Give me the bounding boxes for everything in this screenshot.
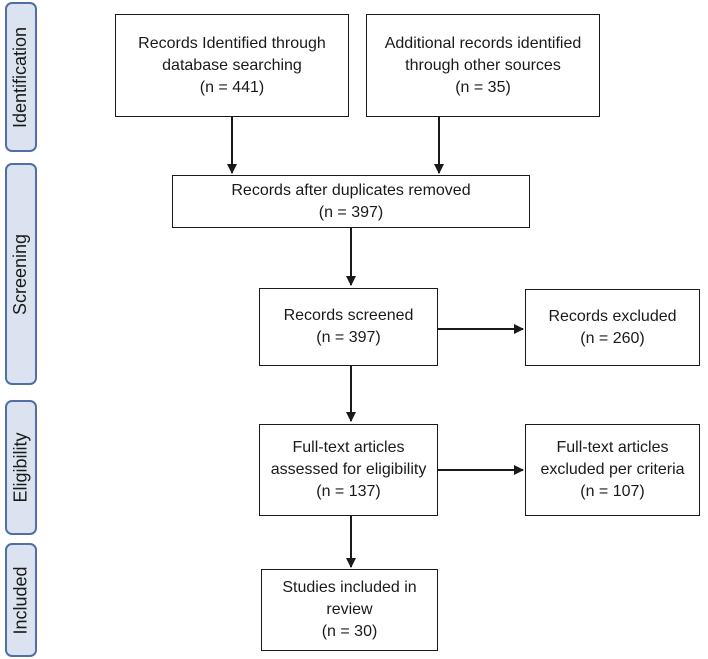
- box-duplicates-removed-line-1: Records after duplicates removed: [231, 181, 471, 199]
- box-database-search-count: (n = 441): [199, 78, 265, 96]
- box-records-screened-line-1: Records screened: [283, 307, 414, 324]
- phase-screening: Screening: [5, 163, 37, 385]
- box-records-screened: Records screened (n = 397): [259, 288, 438, 366]
- box-fulltext-excluded: Full-text articles excluded per criteria…: [525, 424, 700, 516]
- box-other-sources: Additional records identified through ot…: [366, 14, 600, 117]
- box-fulltext-excluded-line-2: excluded per criteria: [540, 461, 685, 478]
- box-fulltext-assessed: Full-text articles assessed for eligibil…: [259, 424, 438, 516]
- box-studies-included: Studies included in review (n = 30): [261, 569, 438, 651]
- box-records-screened-count: (n = 397): [316, 329, 381, 346]
- box-other-sources-line-2: through other sources: [405, 56, 561, 74]
- box-fulltext-excluded-line-1: Full-text articles: [556, 439, 669, 456]
- box-duplicates-removed-count: (n = 397): [318, 203, 384, 221]
- box-records-excluded-line-1: Records excluded: [548, 307, 677, 325]
- phase-eligibility: Eligibility: [5, 400, 37, 535]
- box-studies-included-count: (n = 30): [321, 623, 378, 640]
- box-records-excluded: Records excluded (n = 260): [525, 289, 700, 366]
- box-studies-included-line-2: review: [326, 601, 373, 618]
- box-records-excluded-count: (n = 260): [580, 329, 645, 347]
- box-fulltext-excluded-count: (n = 107): [580, 483, 645, 500]
- box-studies-included-line-1: Studies included in: [282, 579, 417, 596]
- box-database-search-line-2: database searching: [162, 56, 302, 74]
- phase-identification: Identification: [5, 2, 37, 152]
- box-database-search-line-1: Records Identified through: [138, 34, 326, 52]
- box-other-sources-line-1: Additional records identified: [384, 34, 582, 52]
- box-fulltext-assessed-line-1: Full-text articles: [292, 439, 405, 456]
- box-fulltext-assessed-count: (n = 137): [316, 483, 381, 500]
- box-database-search: Records Identified through database sear…: [115, 14, 349, 117]
- box-duplicates-removed: Records after duplicates removed (n = 39…: [172, 175, 530, 228]
- phase-included: Included: [5, 543, 37, 657]
- box-other-sources-count: (n = 35): [455, 78, 511, 96]
- box-fulltext-assessed-line-2: assessed for eligibility: [270, 461, 427, 478]
